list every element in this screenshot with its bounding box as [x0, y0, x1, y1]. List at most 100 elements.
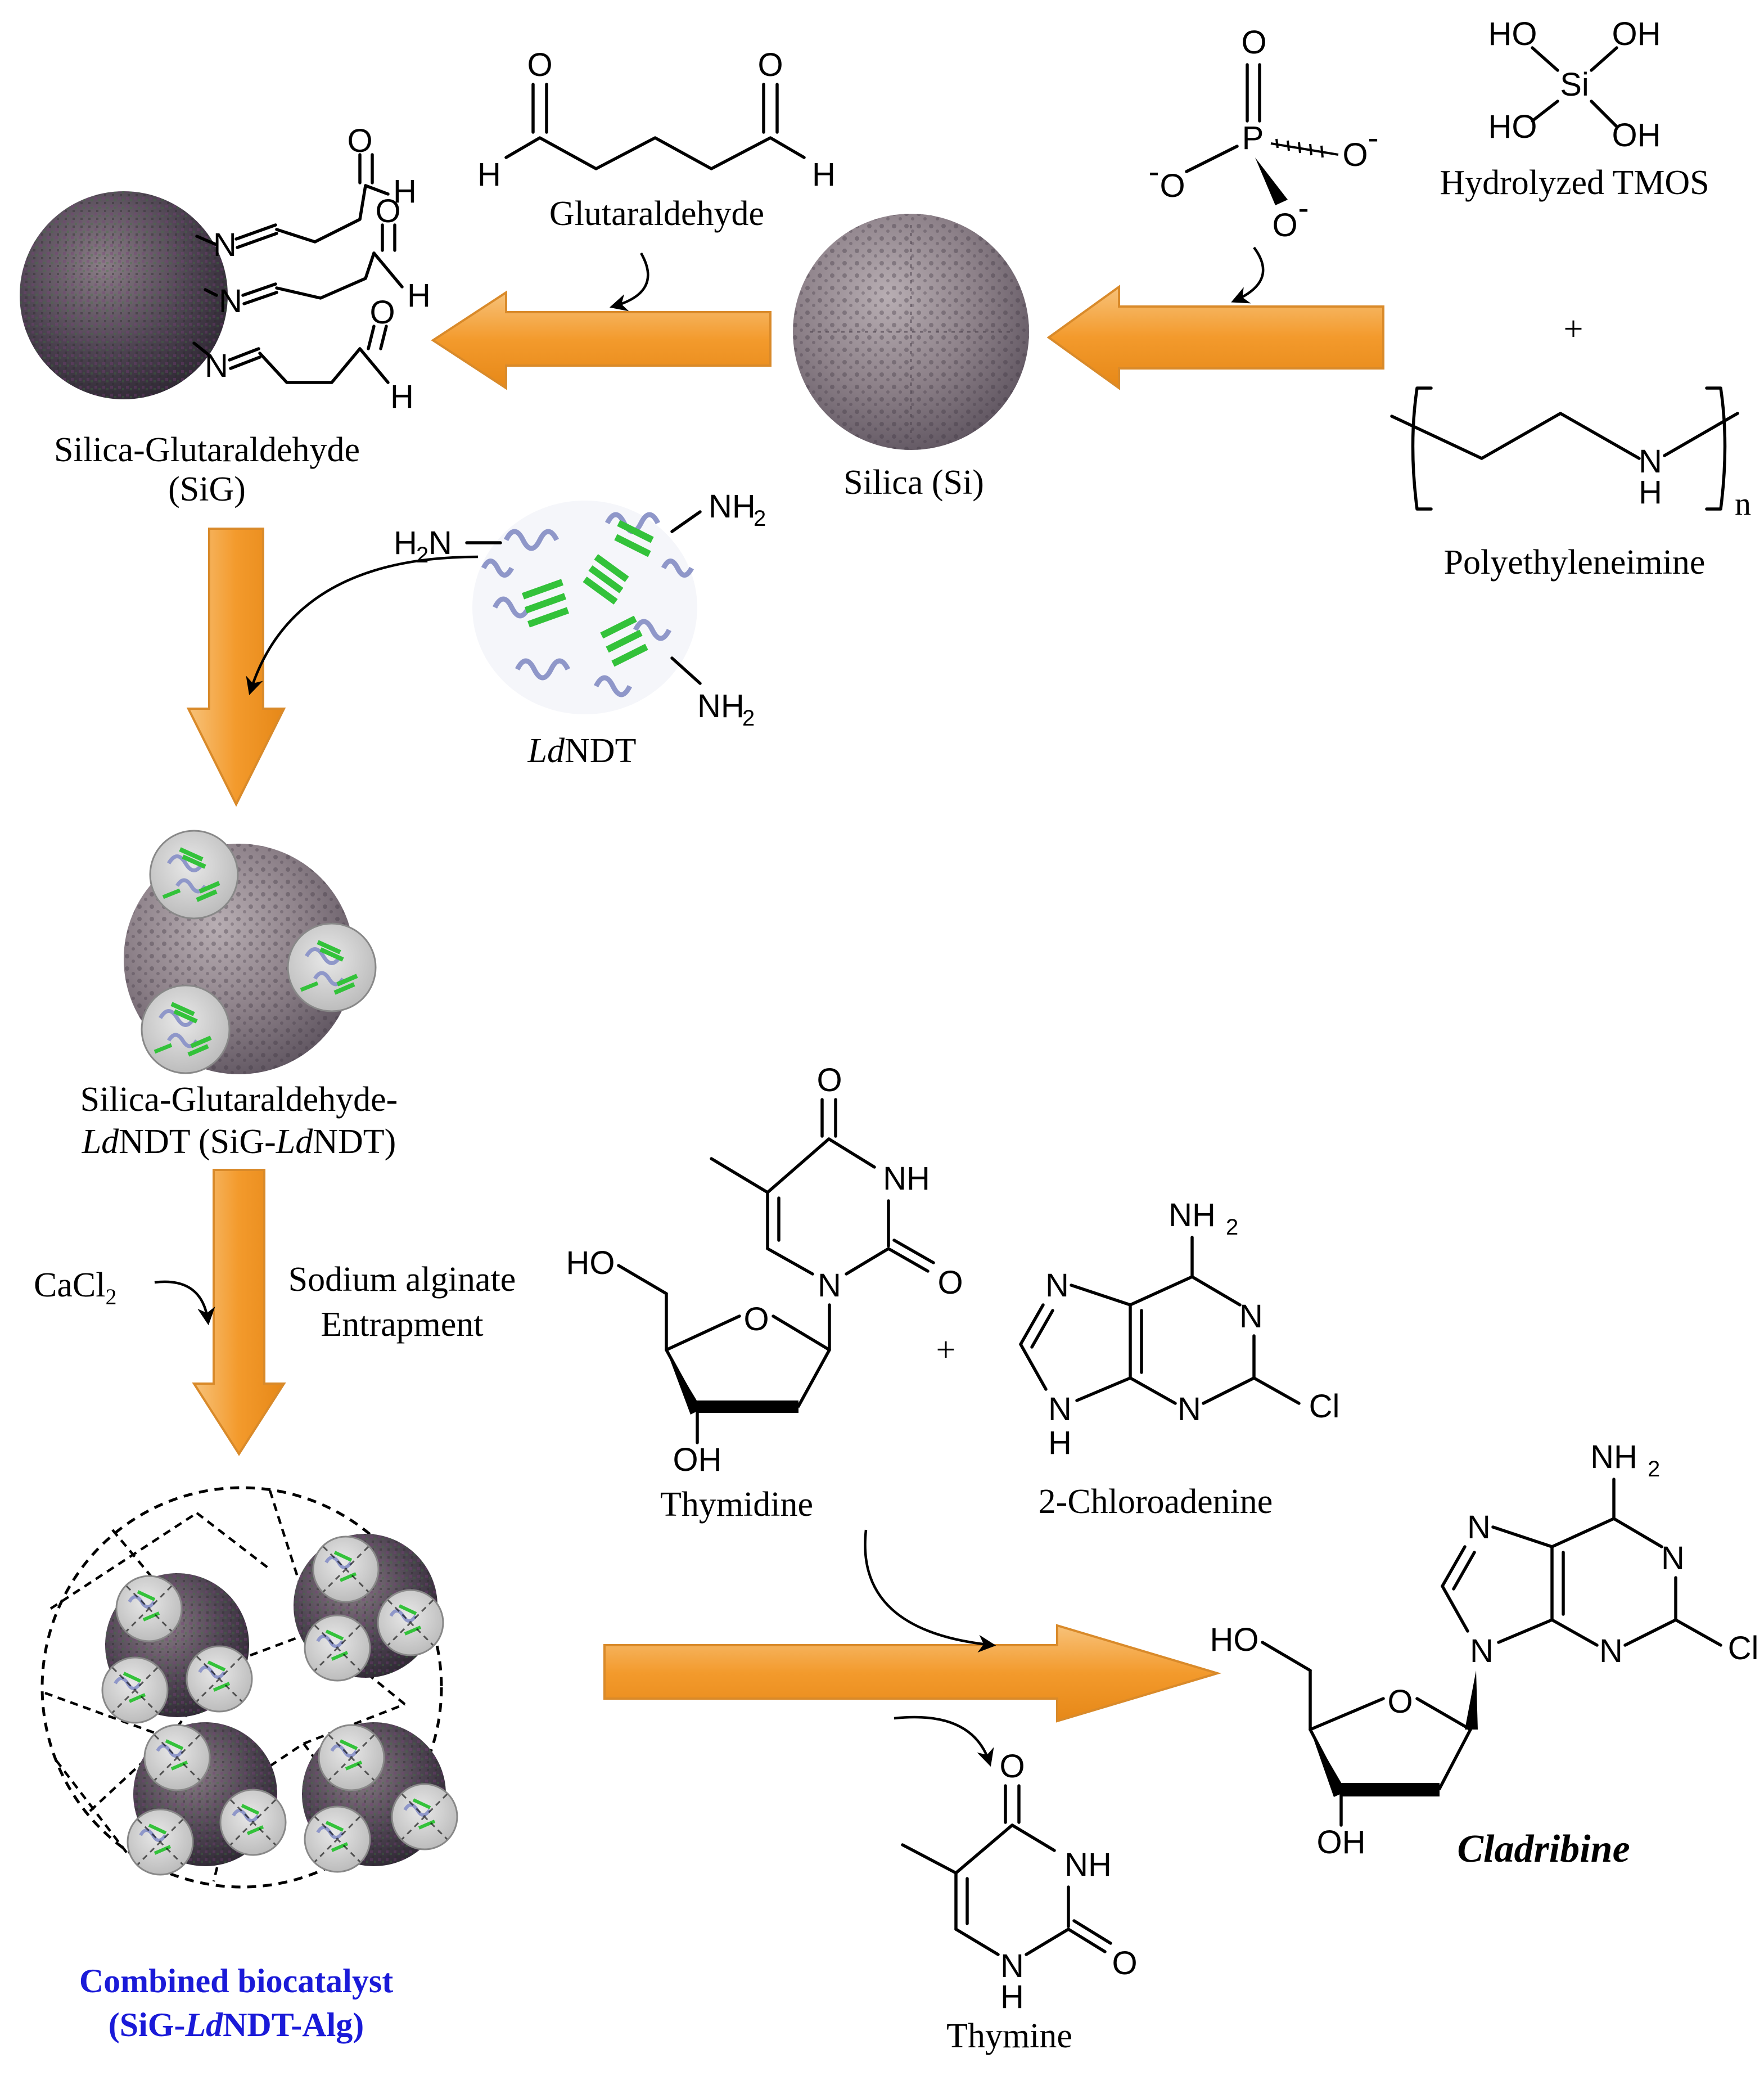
- tmos-oh-tr: OH: [1612, 16, 1661, 52]
- ldndt-nh2-br: NH: [697, 688, 745, 724]
- cladenine-n7: N: [1045, 1267, 1069, 1304]
- sig-ldndt-particle: [124, 831, 376, 1074]
- sig-linker-chains: N O H N O H N O H: [192, 123, 431, 415]
- ldndt-amines: H 2 N NH 2 NH 2: [394, 488, 766, 731]
- cacl2-curved-arrow: [154, 1280, 215, 1326]
- tmos-label: Hydrolyzed TMOS: [1440, 164, 1709, 202]
- silica-label: Silica (Si): [843, 463, 984, 502]
- cacl2-sub: 2: [105, 1284, 116, 1309]
- arrow-entrapment-down: [192, 1169, 286, 1456]
- alginate-bead: [40, 1486, 457, 1889]
- tmos-ho-bl: HO: [1488, 109, 1537, 145]
- thymidine-o-ring: O: [743, 1301, 769, 1338]
- glutaraldehyde-curved-arrow: [609, 252, 649, 312]
- combined-it: Ld: [184, 2006, 223, 2043]
- chloroadenine-label: 2-Chloroadenine: [1039, 1483, 1273, 1521]
- entrapment-label: Entrapment: [321, 1305, 483, 1344]
- glut-o-left: O: [527, 47, 552, 83]
- ldndt-h2n-sub: 2: [416, 543, 428, 568]
- ldndt-nh2-br-sub: 2: [742, 706, 755, 731]
- sig-ldndt-it2: Ld: [276, 1123, 313, 1161]
- tmos-ho-tl: HO: [1488, 16, 1537, 52]
- sig-ldndt-it1: Ld: [82, 1123, 119, 1161]
- thymine-label: Thymine: [946, 2017, 1072, 2055]
- sig-particle: [20, 191, 228, 399]
- ldndt-nh2-tr-sub: 2: [754, 506, 766, 531]
- cladribine-n3: N: [1599, 1633, 1623, 1669]
- sig-o2: O: [375, 193, 400, 229]
- thymine-n1: N: [1000, 1948, 1024, 1984]
- ldndt-curved-arrow: [246, 555, 479, 696]
- cacl2-text: CaCl: [34, 1266, 105, 1304]
- phosphate-p: P: [1242, 120, 1264, 156]
- phosphate-o-right: O: [1342, 137, 1368, 173]
- glut-o-right: O: [757, 47, 783, 83]
- cladribine-n1: N: [1661, 1540, 1685, 1577]
- sig-ldndt-a: NDT (SiG-: [119, 1123, 276, 1161]
- ldndt-enzyme: [472, 501, 697, 714]
- thymine-h1: H: [1000, 1979, 1024, 2015]
- ldndt-label: LdNDT: [527, 732, 637, 770]
- phosphate-minus-bottom: -: [1298, 190, 1309, 227]
- cladenine-cl: Cl: [1309, 1388, 1340, 1425]
- enzyme-bead-3: [142, 985, 229, 1073]
- sig-label-line1: Silica-Glutaraldehyde: [54, 431, 360, 469]
- cladribine-structure: NH 2 N Cl N N N O HO OH: [1210, 1439, 1759, 1861]
- cladribine-n9: N: [1470, 1633, 1494, 1669]
- sig-o1: O: [347, 123, 372, 159]
- plus-mid: +: [936, 1331, 956, 1369]
- phosphate-o-top: O: [1241, 24, 1266, 61]
- tmos-structure: HO OH Si HO OH: [1488, 16, 1661, 154]
- enzyme-bead-2: [288, 924, 376, 1011]
- tmos-oh-br: OH: [1612, 117, 1661, 154]
- cladribine-n7: N: [1467, 1509, 1491, 1546]
- silica-particle: [793, 214, 1029, 450]
- cladenine-n9: N: [1048, 1391, 1072, 1427]
- thymidine-nh: NH: [883, 1160, 930, 1197]
- arrow-sig-down: [186, 528, 286, 807]
- combined-b: NDT-Alg): [223, 2006, 364, 2043]
- thymidine-in-arrow: [864, 1529, 996, 1653]
- phosphate-minus-left: -: [1148, 154, 1159, 190]
- ldndt-label-italic: Ld: [527, 732, 565, 770]
- combined-label-line2: (SiG-LdNDT-Alg): [109, 2006, 364, 2043]
- ldndt-nh2-tr: NH: [709, 488, 756, 525]
- cladribine-nh2: NH: [1590, 1439, 1637, 1475]
- cladenine-n1: N: [1239, 1298, 1263, 1335]
- phosphate-o-left: O: [1160, 168, 1185, 204]
- sig-label-line2: (SiG): [168, 470, 246, 508]
- sig-h3: H: [390, 379, 414, 415]
- cladribine-ho: HO: [1210, 1622, 1259, 1658]
- cacl2-label: CaCl2: [34, 1266, 116, 1309]
- ldndt-label-rest: NDT: [565, 732, 636, 770]
- cladenine-nh2-sub: 2: [1226, 1215, 1238, 1240]
- sig-n2: N: [219, 283, 242, 319]
- arrow-silica-to-sig: [431, 290, 772, 390]
- thymine-o4: O: [999, 1748, 1025, 1785]
- chloroadenine-structure: NH 2 N Cl N N N H: [1019, 1197, 1340, 1461]
- glut-h-right: H: [812, 156, 836, 193]
- phosphate-curved-arrow: [1231, 246, 1265, 304]
- glutaraldehyde-label: Glutaraldehyde: [549, 195, 764, 233]
- combined-label-line1: Combined biocatalyst: [79, 1962, 393, 2000]
- pei-label: Polyethyleneimine: [1444, 543, 1706, 582]
- thymidine-label: Thymidine: [660, 1485, 813, 1524]
- thymine-structure: O NH O N H: [901, 1748, 1138, 2015]
- cladribine-o-ring: O: [1387, 1683, 1413, 1720]
- pei-h: H: [1639, 474, 1662, 511]
- phosphate-minus-right: -: [1368, 120, 1378, 156]
- tmos-si: Si: [1560, 66, 1589, 103]
- pei-n-subscript: n: [1735, 485, 1751, 522]
- cladenine-n3: N: [1177, 1391, 1201, 1427]
- cladenine-nh2: NH: [1169, 1197, 1216, 1233]
- arrow-to-cladribine: [603, 1624, 1221, 1723]
- thymidine-o4: O: [816, 1062, 842, 1098]
- phosphate-o-bottom: O: [1272, 207, 1297, 244]
- thymidine-n1: N: [818, 1267, 841, 1304]
- pei-n: N: [1639, 443, 1662, 480]
- thymidine-oh: OH: [673, 1442, 722, 1478]
- thymidine-ho: HO: [566, 1245, 615, 1281]
- cladribine-nh2-sub: 2: [1648, 1457, 1660, 1481]
- thymidine-o2: O: [937, 1264, 963, 1301]
